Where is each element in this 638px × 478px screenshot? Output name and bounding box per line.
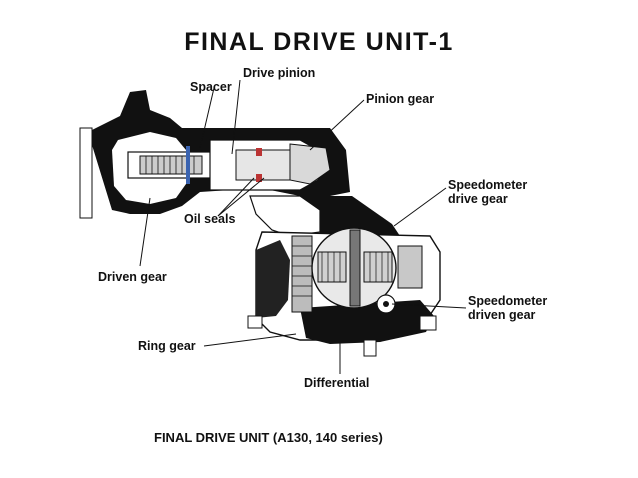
label-speedometer-drive-gear-line1: Speedometer bbox=[448, 178, 528, 192]
figure-caption: FINAL DRIVE UNIT (A130, 140 series) bbox=[154, 430, 383, 445]
label-oil-seals: Oil seals bbox=[184, 212, 236, 226]
label-driven-gear: Driven gear bbox=[98, 270, 167, 284]
diagram-title: FINAL DRIVE UNIT-1 bbox=[184, 28, 454, 56]
lower-housing bbox=[247, 195, 441, 357]
label-ring-gear: Ring gear bbox=[138, 339, 196, 353]
leader-lines bbox=[139, 79, 467, 374]
upper-housing bbox=[79, 90, 350, 219]
label-spacer: Spacer bbox=[190, 80, 232, 94]
label-speedometer-driven-gear-line1: Speedometer bbox=[468, 294, 548, 308]
label-drive-pinion: Drive pinion bbox=[243, 66, 316, 80]
label-speedometer-driven-gear-line2: driven gear bbox=[468, 308, 536, 322]
label-pinion-gear: Pinion gear bbox=[366, 92, 435, 106]
label-speedometer-drive-gear-line2: drive gear bbox=[448, 192, 508, 206]
label-differential: Differential bbox=[304, 376, 370, 390]
